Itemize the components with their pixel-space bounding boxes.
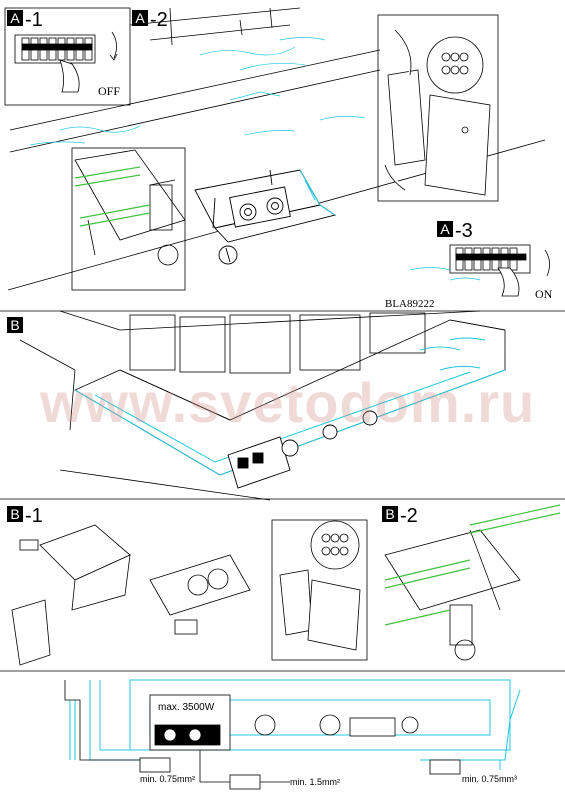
section-a-frame: [0, 7, 565, 672]
panel-letter-box: A: [7, 10, 23, 26]
a1-breaker-panel: [14, 31, 118, 93]
watermark: www.svetodom.ru: [40, 371, 536, 434]
b-cyan-worktop-edge: [74, 337, 506, 476]
max-power-label: max. 3500W: [158, 702, 215, 713]
panel-suffix: -1: [25, 9, 43, 31]
panel-suffix: -3: [455, 220, 473, 242]
panel-label-a3: A-3: [437, 221, 473, 241]
panel-label-a1: A-1: [7, 10, 43, 30]
b-cabinet-room: [19, 310, 506, 501]
bottom-plan-elements: [64, 680, 461, 790]
b-socket-unit: [227, 410, 378, 489]
panel-label-a2: A-2: [132, 10, 168, 30]
cable-spec-right: min. 0.75mm³: [462, 774, 518, 784]
panel-suffix: -2: [150, 9, 168, 31]
a2-socket-box: [194, 169, 337, 265]
panel-letter-box: B: [7, 317, 23, 333]
cable-spec-middle: min. 1.5mm²: [290, 777, 341, 787]
a2-cyan-trim: [299, 169, 336, 216]
panel-label-b: B: [7, 317, 25, 337]
switch-off-label: OFF: [98, 84, 121, 98]
b2-green-profile: [384, 504, 561, 626]
a2-junction-box: [384, 29, 491, 196]
b2-assembly: [384, 529, 521, 661]
switch-on-label: ON: [535, 287, 553, 301]
panel-letter-box: B: [382, 506, 398, 522]
panel-suffix: -2: [400, 505, 418, 527]
a2-floor-texture: [29, 37, 481, 281]
cable-spec-left: min. 0.75mm²: [140, 774, 196, 784]
model-code: BLA89222: [385, 298, 435, 310]
panel-letter-box: B: [7, 506, 23, 522]
panel-label-b2: B-2: [382, 506, 418, 526]
panel-label-b1: B-1: [7, 506, 43, 526]
panel-letter-box: A: [437, 221, 453, 237]
a2-bracket-detail: [74, 149, 186, 266]
a2-green-profile: [74, 166, 151, 227]
a3-breaker-panel: [449, 244, 550, 297]
panel-letter-box: A: [132, 10, 148, 26]
panel-suffix: -1: [25, 505, 43, 527]
bottom-plan-cyan: [69, 679, 521, 770]
b1-assembly: [11, 519, 368, 666]
